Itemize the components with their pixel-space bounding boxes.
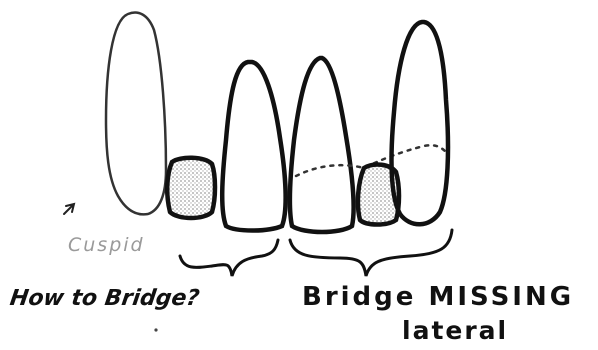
right-brace (290, 230, 452, 276)
left-cuspid-tooth (167, 158, 215, 218)
arrow-icon (64, 204, 74, 214)
left-brace (180, 240, 278, 276)
bridge-missing-label: Bridge MISSING (302, 284, 574, 310)
ink-dot (154, 328, 157, 331)
cuspid-label: Cuspid (68, 236, 145, 255)
lateral-label: lateral (402, 318, 508, 343)
how-to-bridge-label: How to Bridge? (8, 288, 200, 310)
left-central-tooth (222, 62, 285, 231)
right-central-tooth (290, 58, 354, 232)
left-tooth (106, 13, 166, 215)
